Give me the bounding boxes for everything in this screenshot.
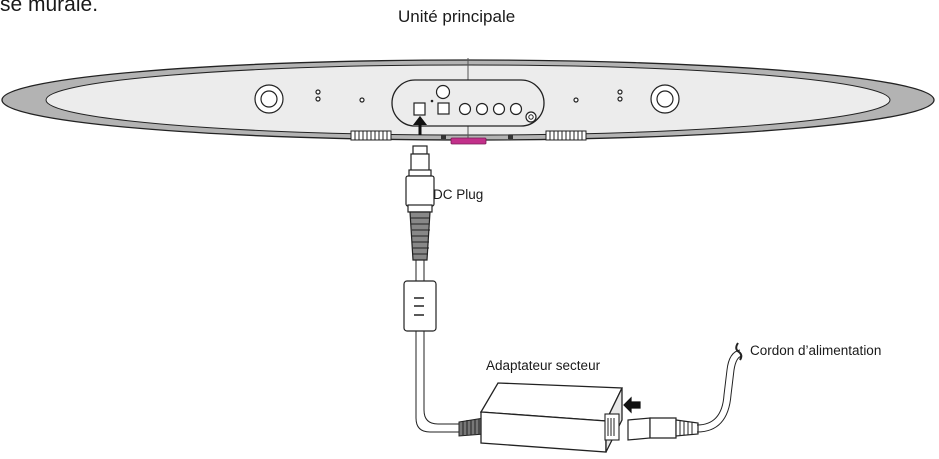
dc-plug: [405, 145, 435, 261]
round-button: [435, 84, 451, 100]
header-text-fragment: se murale.: [0, 0, 99, 16]
arrow-up-icon: [412, 115, 428, 135]
main-unit: [1, 58, 935, 145]
dc-plug-label: DC Plug: [433, 187, 484, 202]
dc-cable: [415, 260, 460, 433]
ac-adapter-label: Adaptateur secteur: [486, 358, 601, 373]
bottom-tab-right: [508, 135, 513, 139]
power-cord-label: Cordon d’alimentation: [750, 343, 882, 358]
jack-1: [458, 102, 472, 116]
ferrite-core: [403, 280, 437, 332]
ac-adapter: [458, 382, 624, 453]
connector-panel: [391, 79, 545, 127]
jack-4: [509, 102, 523, 116]
arrow-left-icon: [623, 396, 641, 414]
foot-right: [545, 130, 587, 141]
power-cord-plug: [627, 417, 699, 441]
power-cord: [696, 349, 743, 433]
foot-left: [350, 130, 392, 141]
jack-5: [525, 111, 537, 123]
main-unit-label: Unité principale: [398, 7, 516, 26]
cord-end-icon: [735, 342, 743, 361]
jack-3: [492, 102, 506, 116]
pink-port: [450, 137, 487, 145]
bottom-tab-left: [441, 135, 446, 139]
jack-2: [475, 102, 489, 116]
screw-marks: [315, 89, 623, 103]
mount-hole-left: [254, 84, 284, 114]
mount-hole-right: [650, 84, 680, 114]
usb-port: [437, 102, 450, 115]
dc-in-port: [413, 102, 426, 116]
